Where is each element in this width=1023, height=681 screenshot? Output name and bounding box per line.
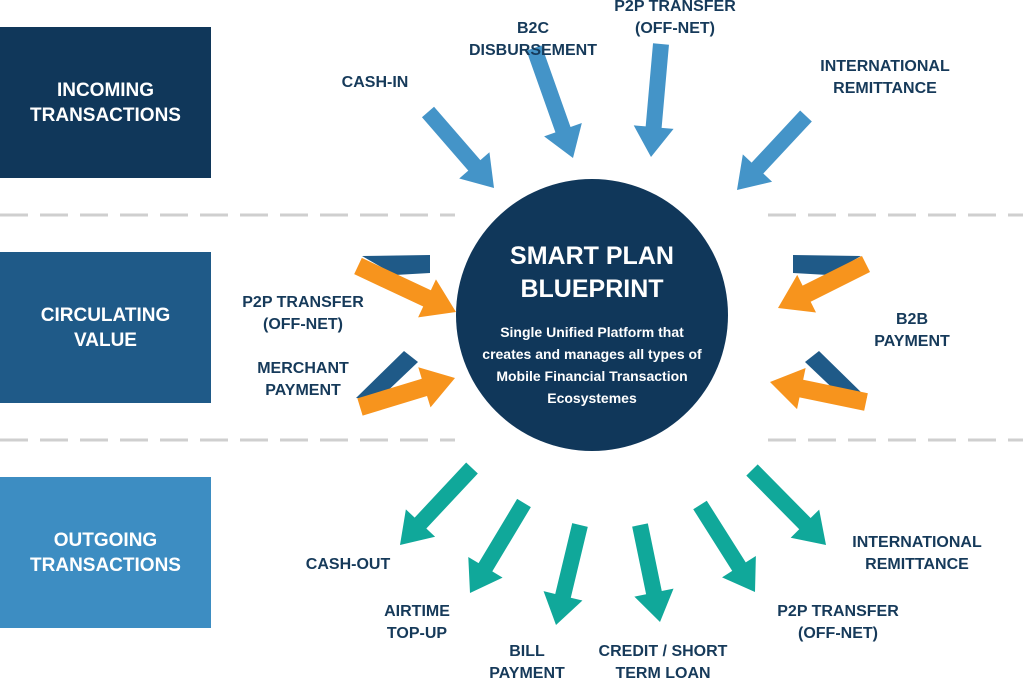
incoming-arrow (421, 106, 494, 188)
outgoing-arrow (632, 523, 674, 622)
outgoing-label: CASH-OUT (306, 554, 390, 576)
label-line: INTERNATIONAL (820, 58, 950, 75)
outgoing-arrow (746, 464, 826, 545)
outgoing-label: INTERNATIONAL REMITTANCE (852, 532, 981, 576)
center-subtitle-line: Ecosystemes (547, 390, 637, 406)
label-line: CASH-OUT (305, 556, 391, 573)
category-label: TRANSACTIONS (30, 104, 181, 126)
label-line: PAYMENT (489, 665, 565, 681)
label-line: DISBURSEMENT (468, 42, 598, 59)
outgoing-label: CREDIT / SHORT TERM LOAN (599, 641, 728, 681)
label-line: BILL (509, 643, 545, 660)
label-line: CREDIT / SHORT (598, 643, 728, 660)
circulating-label: B2B PAYMENT (874, 309, 950, 353)
outgoing-label: AIRTIME TOP-UP (384, 601, 450, 645)
label-line: MERCHANT (257, 360, 349, 377)
center-subtitle-line: creates and manages all types of (482, 346, 702, 362)
label-line: REMITTANCE (833, 80, 937, 97)
label-line: PAYMENT (874, 333, 950, 350)
circulating-band (805, 351, 867, 400)
category-label: VALUE (74, 329, 137, 351)
circulating-label: P2P TRANSFER (OFF-NET) (242, 292, 364, 336)
circulating-label: MERCHANT PAYMENT (257, 358, 349, 402)
center-subtitle-line: Mobile Financial Transaction (496, 368, 688, 384)
circulating-arrow (354, 257, 456, 318)
circulating-arrow (357, 367, 455, 416)
incoming-label: P2P TRANSFER (OFF-NET) (614, 0, 736, 40)
category-label: INCOMING (56, 79, 155, 101)
circulating-arrow (778, 255, 871, 313)
incoming-label: CASH-IN (342, 72, 409, 94)
incoming-label: B2C DISBURSEMENT (469, 18, 597, 62)
circulating-band (356, 351, 418, 400)
circulating-arrow (770, 367, 868, 411)
label-line: P2P TRANSFER (777, 603, 899, 620)
center-circle (456, 179, 728, 451)
center-subtitle-line: Single Unified Platform that (500, 324, 684, 340)
incoming-label: INTERNATIONAL REMITTANCE (820, 56, 949, 100)
category-label: OUTGOING (53, 529, 158, 551)
center-subtitle: Single Unified Platform that creates and… (482, 321, 701, 409)
category-label: TRANSACTIONS (30, 554, 181, 576)
outgoing-arrow (400, 462, 478, 545)
incoming-arrow (737, 110, 812, 190)
label-line: P2P TRANSFER (614, 0, 736, 15)
center-title-line: SMART PLAN (510, 242, 674, 270)
label-line: CASH-IN (341, 74, 409, 91)
label-line: B2B (895, 311, 929, 328)
circulating-band (793, 255, 861, 275)
incoming-arrow (633, 43, 674, 157)
label-line: (OFF-NET) (635, 20, 715, 37)
outgoing-arrow (693, 500, 756, 592)
label-line: TERM LOAN (615, 665, 711, 681)
category-incoming: INCOMING TRANSACTIONS (0, 27, 211, 178)
outgoing-label: BILL PAYMENT (489, 641, 565, 681)
label-line: TOP-UP (386, 625, 448, 642)
center-title-line: BLUEPRINT (520, 275, 664, 303)
center-title: SMART PLAN BLUEPRINT (510, 240, 674, 306)
category-outgoing: OUTGOING TRANSACTIONS (0, 477, 211, 628)
label-line: AIRTIME (384, 603, 450, 620)
outgoing-arrow (468, 498, 531, 593)
label-line: B2C (516, 20, 550, 37)
label-line: INTERNATIONAL (852, 534, 982, 551)
label-line: P2P TRANSFER (242, 294, 364, 311)
outgoing-label: P2P TRANSFER (OFF-NET) (777, 601, 899, 645)
label-line: (OFF-NET) (263, 316, 343, 333)
incoming-arrow (526, 45, 582, 158)
category-circulating: CIRCULATING VALUE (0, 252, 211, 403)
category-label: CIRCULATING (40, 304, 171, 326)
outgoing-arrow (543, 523, 588, 625)
label-line: REMITTANCE (865, 556, 969, 573)
label-line: (OFF-NET) (798, 625, 878, 642)
circulating-band (362, 255, 430, 275)
label-line: PAYMENT (265, 382, 341, 399)
